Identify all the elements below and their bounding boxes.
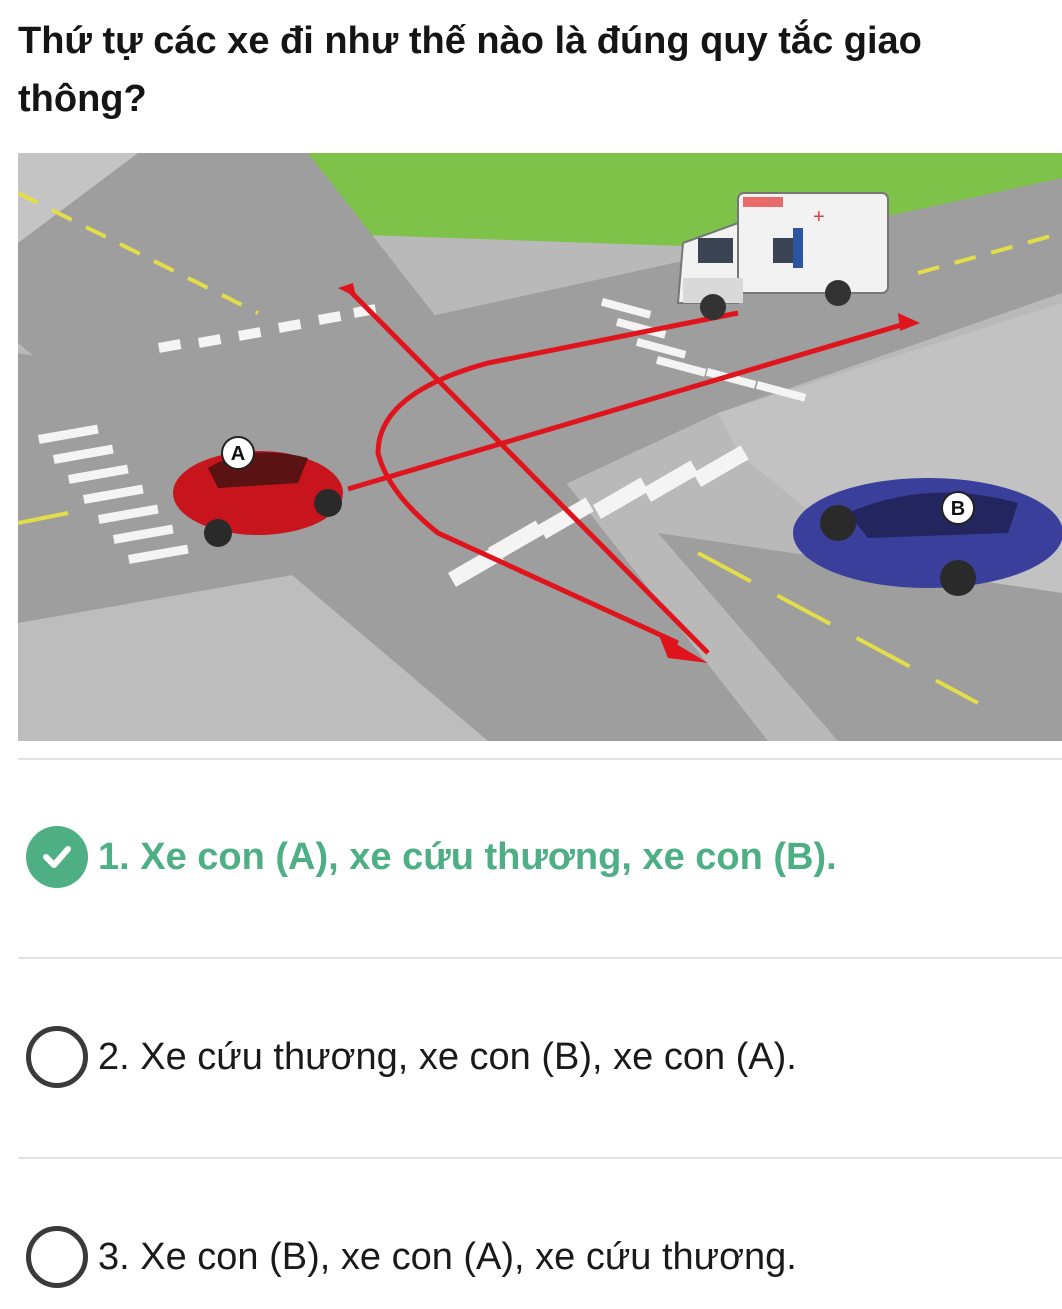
radio-empty-icon [26, 1026, 88, 1088]
answer-option-1-label: 1. Xe con (A), xe cứu thương, xe con (B)… [98, 836, 837, 878]
car-b: B [793, 478, 1062, 596]
divider [18, 957, 1062, 959]
car-a: A [173, 436, 343, 547]
divider [18, 758, 1062, 760]
answer-option-2-label: 2. Xe cứu thương, xe con (B), xe con (A)… [98, 1036, 797, 1078]
arrow-head-up [338, 283, 356, 297]
direction-arrows [346, 287, 909, 655]
crosswalk-top [158, 304, 377, 353]
answer-option-2[interactable]: 2. Xe cứu thương, xe con (B), xe con (A)… [18, 1012, 1062, 1102]
intersection-illustration: + A B [18, 153, 1062, 741]
car-b-label: B [951, 498, 965, 520]
svg-text:+: + [813, 206, 825, 228]
divider [18, 1157, 1062, 1159]
car-a-label: A [231, 443, 245, 465]
ambulance: + [676, 192, 889, 320]
radio-empty-icon [26, 1226, 88, 1288]
question-text: Thứ tự các xe đi như thế nào là đúng quy… [18, 20, 922, 120]
arrow-head-down [658, 633, 708, 663]
arrow-head-right [898, 313, 920, 331]
answer-option-3-label: 3. Xe con (B), xe con (A), xe cứu thương… [98, 1236, 797, 1278]
crosswalk-left [38, 424, 189, 564]
check-icon [26, 826, 88, 888]
answer-option-1[interactable]: 1. Xe con (A), xe cứu thương, xe con (B)… [18, 812, 1062, 902]
crosswalk-right [600, 297, 807, 402]
answer-option-3[interactable]: 3. Xe con (B), xe con (A), xe cứu thương… [18, 1212, 1062, 1302]
road-cross [18, 153, 768, 741]
